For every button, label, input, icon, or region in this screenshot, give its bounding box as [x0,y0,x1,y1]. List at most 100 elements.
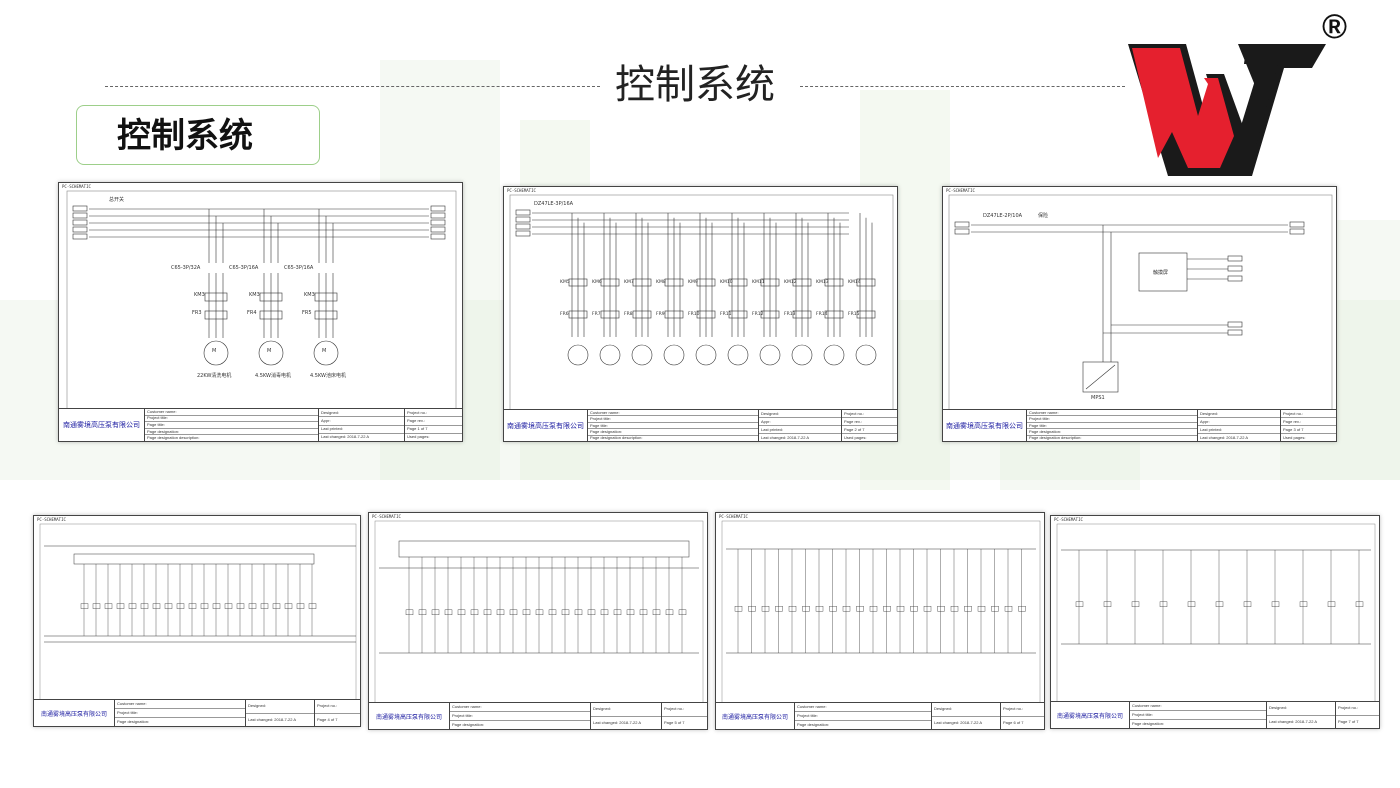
project-field: Project title: [450,712,590,721]
coil-symbol [910,605,918,612]
motor-symbol [663,344,685,366]
page-title: 控制系统 [615,62,775,108]
coil-symbol [116,603,125,609]
company-name: 南通雾境高压泵有限公司 [1051,702,1130,728]
page-desig-field: Page designation: [452,722,485,727]
contactor-label: KM3 [249,292,260,298]
breaker-label: DZ47LE-2P/10A [983,213,1023,219]
coil-symbol [587,609,596,616]
coil-symbol [212,603,221,609]
coil-symbol [104,603,113,609]
contactor-label: KM8 [656,279,666,285]
motor-symbol [567,344,589,366]
coil-symbol [829,605,837,612]
coil-symbol [652,609,661,616]
customer-field: Customer name: [588,410,758,417]
page-number: Page 2 of 7 [842,426,897,434]
last-changed-field: Last changed: 2018-7-22 A [1200,434,1249,440]
coil-symbol [869,605,878,612]
schematic-drawing [1056,523,1376,703]
coil-symbol [470,609,479,616]
relay-symbol [632,310,652,319]
contactor-symbol [856,278,876,287]
designed-field: Designed: [759,410,841,418]
customer-field: Customer name: [795,703,931,712]
coil-symbol [600,609,609,616]
customer-field: Customer name: [1027,410,1197,417]
designed-field: Designed: [1267,702,1335,716]
coil-symbol [775,605,783,612]
page-desig-field: Page designation: [588,429,758,436]
contactor-label: KM3 [304,292,315,298]
coil-symbol [856,605,864,612]
last-changed-field: Last changed: 2018-7-22 A [248,716,297,722]
coil-symbol [92,603,101,609]
coil-symbol [1103,601,1112,607]
relay-label: FR5 [302,310,312,316]
sheet-tag: PC-SCHEMATIC [719,514,748,519]
coil-symbol [991,605,999,612]
customer-field: Customer name: [115,700,245,709]
relay-symbol [792,310,812,319]
coil-symbol [842,605,851,612]
last-changed-field: Last changed: 2018-7-22 A [934,719,983,725]
contactor-label: KM10 [720,279,733,285]
title-block: 南通雾境高压泵有限公司 Customer name: Project title… [943,409,1336,441]
page-number: Page 3 of 7 [1281,426,1336,434]
coil-symbol [678,609,687,616]
coil-symbol [639,609,648,616]
contactor-symbol [664,278,684,287]
coil-symbol [224,603,233,609]
page-desig-field: Page designation: [1027,429,1197,436]
contactor-symbol [760,278,780,287]
svg-text:M: M [212,348,216,354]
header-line-left [105,86,600,87]
project-field: Project title: [588,416,758,423]
relay-label: FR12 [752,311,764,317]
project-no-field: Project no.: [1336,702,1379,716]
relay-label: FR7 [592,311,601,317]
contactor-label: KM5 [560,279,570,285]
coil-symbol [80,603,89,609]
breaker-label: DZ47LE-3P/16A [534,201,574,207]
project-field: Project title: [1130,711,1266,720]
coil-symbol [260,603,269,609]
coil-symbol [535,609,544,616]
coil-symbol [405,609,414,616]
last-changed-field: Last changed: 2018-7-22 A [321,434,370,440]
contactor-label: KM6 [592,279,602,285]
title-block: 南通雾境高压泵有限公司 Customer name: Project title… [34,699,360,726]
relay-label: FR13 [784,311,796,317]
company-name: 南通雾境高压泵有限公司 [34,700,115,726]
page-desig-desc-field: Page designation description: [1029,435,1082,441]
project-field: Project title: [145,416,318,423]
customer-field: Customer name: [145,409,318,416]
coil-symbol [748,605,756,612]
section-label: 控制系统 [76,105,320,165]
contactor-symbol [696,278,716,287]
page-title-field: Page title: [145,422,318,429]
motor-symbol [695,344,717,366]
contactor-symbol [728,278,748,287]
contactor-label: KM12 [784,279,797,285]
title-block: 南通雾境高压泵有限公司 Customer name: Project title… [59,408,462,441]
contactor-label: KM7 [624,279,634,285]
coil-symbol [1243,601,1252,607]
relay-label: FR14 [816,311,828,317]
coil-symbol [734,605,743,612]
company-name: 南通雾境高压泵有限公司 [369,703,450,729]
coil-symbol [200,603,209,609]
last-printed-field: Last printed: [1198,426,1280,434]
coil-symbol [613,609,622,616]
schematic-sheet-1: PC-SCHEMATIC [58,182,463,442]
project-field: Project title: [795,712,931,721]
schematic-sheet-5: PC-SCHEMATIC 南通雾境高压泵有限公司 Customer name: … [368,512,708,730]
last-changed-field: Last changed: 2018-7-22 A [761,434,810,440]
title-block: 南通雾境高压泵有限公司 Customer name: Project title… [369,702,707,729]
relay-symbol [600,310,620,319]
motor-label: 4.5KW池床电机 [310,372,346,379]
last-printed-field: Last printed: [759,426,841,434]
relay-label: FR15 [848,311,860,317]
contactor-symbol [632,278,652,287]
coil-symbol [937,605,945,612]
